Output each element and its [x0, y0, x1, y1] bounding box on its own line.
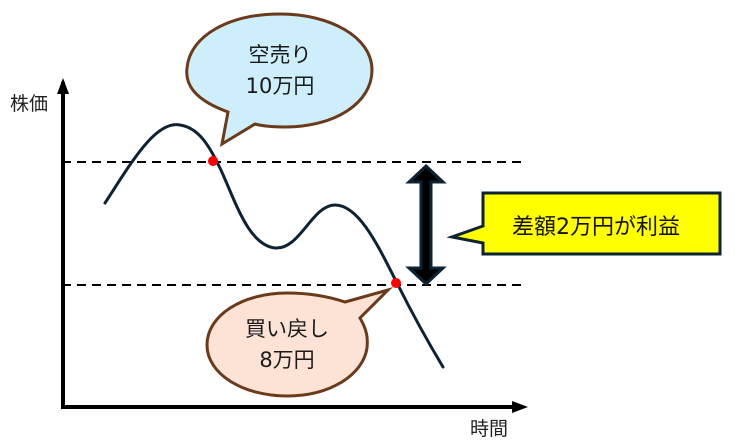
profit-callout-box — [446, 191, 722, 256]
sell-label: 空売り — [248, 43, 312, 67]
x-axis-label: 時間 — [470, 418, 509, 440]
buyback-point-marker — [391, 278, 401, 288]
y-axis-label: 株価 — [10, 93, 49, 115]
sell-point-marker — [208, 156, 218, 166]
x-axis-arrow-icon — [512, 401, 528, 413]
buyback-bubble-text: 買い戻し 8万円 — [230, 314, 344, 376]
y-axis-arrow-icon — [57, 78, 69, 94]
buyback-speech-bubble — [205, 287, 394, 398]
buyback-price: 8万円 — [259, 348, 315, 372]
sell-bubble-text: 空売り 10万円 — [230, 40, 330, 102]
difference-double-arrow-icon — [405, 163, 447, 287]
buyback-label: 買い戻し — [245, 317, 329, 341]
profit-callout-text: 差額2万円が利益 — [512, 215, 680, 240]
sell-speech-bubble — [185, 12, 374, 148]
sell-price: 10万円 — [245, 74, 315, 98]
